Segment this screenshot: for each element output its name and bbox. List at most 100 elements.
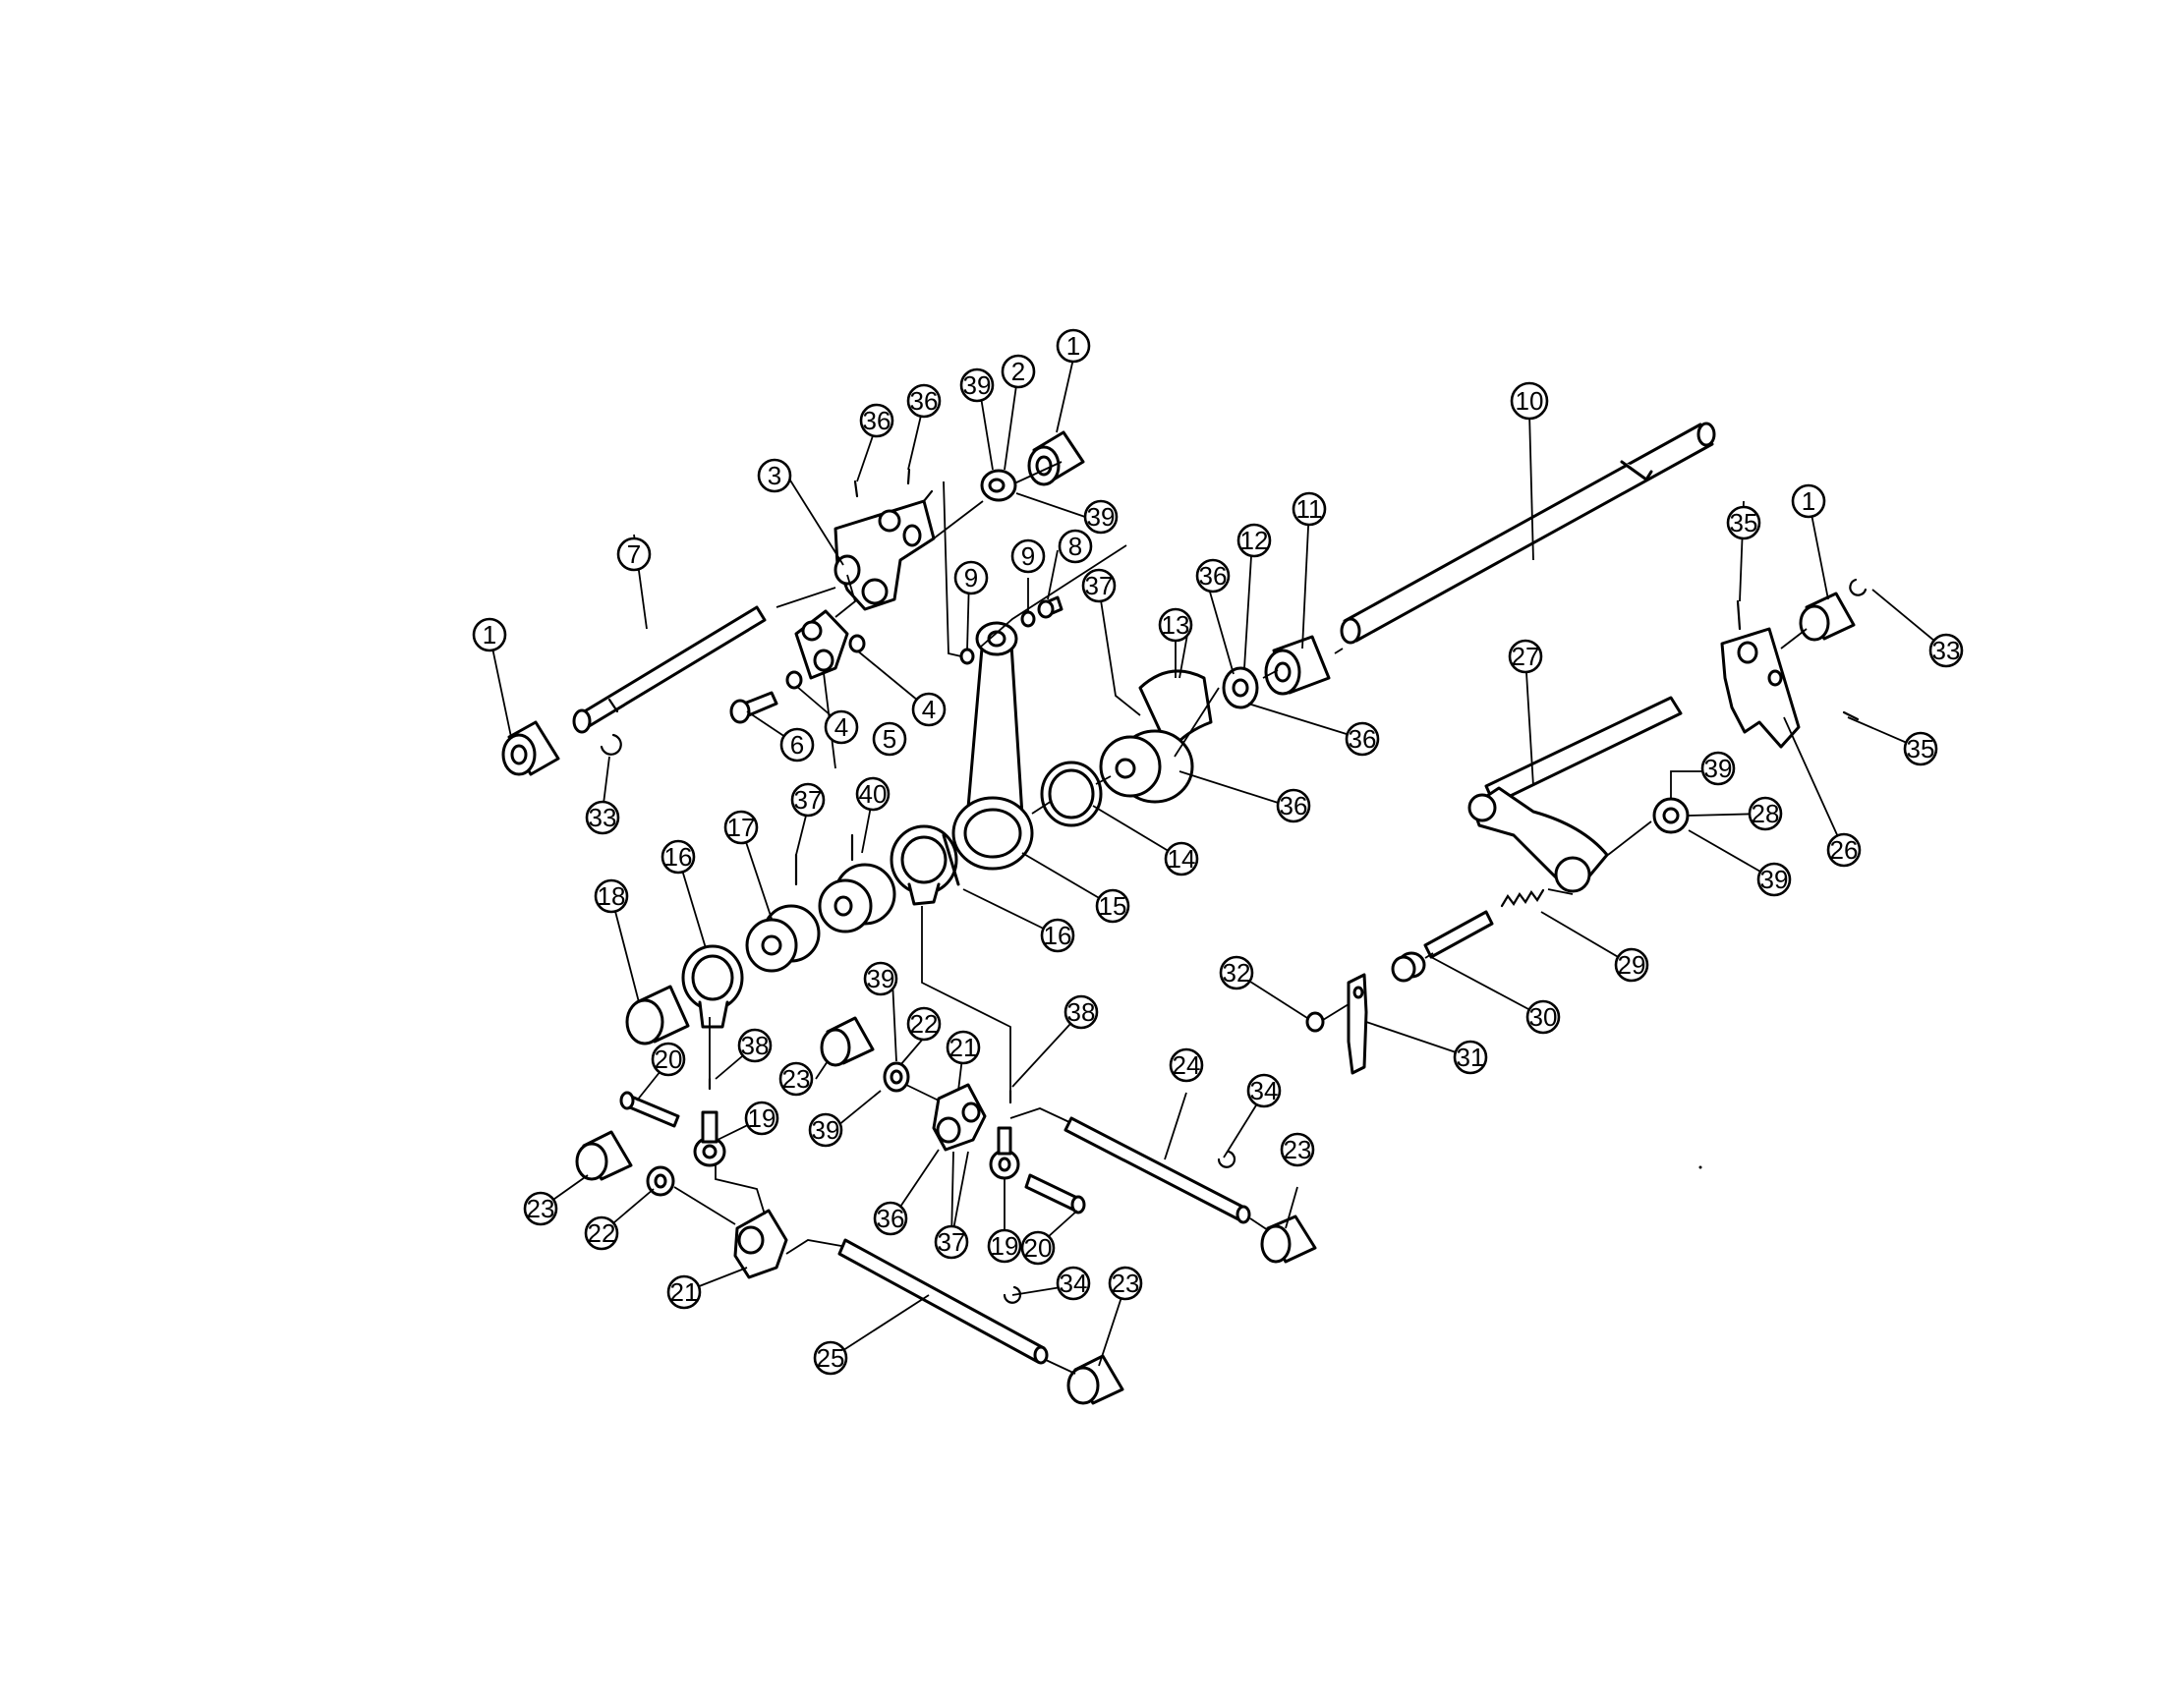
stray-mark — [1698, 1165, 1702, 1169]
part-ring-14 — [1040, 761, 1103, 827]
callout-23-left: 23 — [523, 1191, 558, 1226]
part-bushing-23-left — [575, 1130, 633, 1181]
svg-text:37: 37 — [794, 785, 823, 815]
callout-39-top: 39 — [959, 367, 995, 403]
svg-text:39: 39 — [812, 1115, 840, 1145]
svg-text:4: 4 — [922, 695, 936, 724]
part-e-ring-33-left — [600, 733, 622, 756]
part-link-5 — [794, 609, 849, 680]
part-bracket-3 — [833, 489, 936, 611]
callout-16-left: 16 — [661, 839, 696, 875]
callout-16-center: 16 — [1040, 918, 1075, 953]
part-spring-29 — [1500, 888, 1545, 908]
svg-text:1: 1 — [483, 620, 496, 650]
svg-text:36: 36 — [1280, 791, 1308, 820]
svg-text:6: 6 — [790, 730, 804, 760]
svg-text:25: 25 — [817, 1343, 845, 1373]
part-set-screw-36a — [853, 480, 859, 498]
callout-27: 27 — [1508, 639, 1543, 674]
part-bushing-23-right — [1260, 1215, 1317, 1264]
callout-4-right: 4 — [911, 692, 947, 727]
callout-23-right: 23 — [1280, 1132, 1315, 1167]
part-set-screw-35b — [1842, 710, 1860, 721]
part-bushing-11 — [1264, 635, 1331, 696]
svg-text:37: 37 — [1085, 571, 1114, 600]
svg-text:36: 36 — [910, 386, 939, 416]
svg-text:22: 22 — [588, 1218, 616, 1248]
part-pin-6 — [729, 691, 778, 724]
callout-20-left: 20 — [651, 1042, 686, 1077]
callout-32: 32 — [1219, 955, 1254, 990]
callout-15: 15 — [1095, 888, 1130, 924]
callout-6: 6 — [779, 727, 815, 763]
svg-text:15: 15 — [1099, 891, 1127, 921]
part-shaft-24 — [1063, 1116, 1251, 1224]
callout-35-top: 35 — [1726, 505, 1761, 540]
svg-text:19: 19 — [748, 1103, 776, 1133]
svg-text:4: 4 — [834, 712, 848, 742]
svg-text:18: 18 — [598, 881, 626, 911]
svg-text:39: 39 — [867, 964, 895, 993]
svg-text:23: 23 — [527, 1194, 555, 1223]
callout-22-center: 22 — [906, 1006, 942, 1042]
callout-12: 12 — [1236, 523, 1272, 558]
callout-11: 11 — [1292, 491, 1327, 527]
svg-text:21: 21 — [670, 1277, 699, 1307]
part-washer-22-left — [646, 1165, 675, 1197]
svg-text:35: 35 — [1730, 508, 1758, 537]
callout-38-left: 38 — [737, 1028, 773, 1063]
callout-23-center: 23 — [778, 1061, 814, 1097]
svg-text:39: 39 — [1087, 502, 1116, 532]
part-crank-arm-27 — [1467, 696, 1683, 893]
callout-5: 5 — [872, 721, 907, 757]
callout-36-top-left: 36 — [859, 403, 894, 438]
svg-text:1: 1 — [1066, 331, 1080, 361]
callout-20-center: 20 — [1020, 1230, 1056, 1266]
callout-30: 30 — [1525, 999, 1561, 1035]
callout-36-washer: 36 — [1345, 721, 1380, 757]
part-shaft-25 — [837, 1238, 1049, 1365]
part-clamp-21-left — [733, 1209, 788, 1279]
part-washer-4b — [785, 670, 803, 690]
callout-19-left: 19 — [744, 1101, 779, 1136]
part-clamp-21-center — [932, 1083, 987, 1152]
part-bushing-1-left — [501, 720, 560, 776]
part-collar-28 — [1652, 797, 1690, 834]
part-washer-9b — [1020, 610, 1036, 628]
callout-3: 3 — [757, 458, 792, 493]
svg-text:33: 33 — [1932, 636, 1961, 665]
svg-text:9: 9 — [1021, 541, 1035, 571]
part-e-ring-34-left — [1003, 1285, 1022, 1304]
callout-39-center-left: 39 — [808, 1112, 843, 1148]
svg-text:19: 19 — [991, 1231, 1019, 1261]
callout-36-upper: 36 — [1195, 558, 1231, 593]
svg-text:21: 21 — [949, 1033, 978, 1062]
svg-text:11: 11 — [1296, 494, 1323, 524]
callout-36-bottom: 36 — [873, 1201, 908, 1236]
callout-37-bottom: 37 — [934, 1224, 969, 1260]
svg-text:30: 30 — [1529, 1002, 1558, 1032]
callout-2: 2 — [1001, 354, 1036, 389]
svg-text:9: 9 — [964, 563, 978, 593]
svg-text:7: 7 — [627, 539, 641, 569]
part-washer-12 — [1222, 666, 1259, 709]
part-e-ring-33-right — [1849, 578, 1868, 596]
callout-10: 10 — [1510, 381, 1549, 421]
callout-35-right: 35 — [1903, 731, 1938, 766]
svg-text:37: 37 — [938, 1227, 966, 1257]
svg-text:36: 36 — [1199, 561, 1228, 591]
svg-text:38: 38 — [741, 1031, 770, 1060]
part-collar-40 — [818, 863, 896, 933]
callout-8: 8 — [1058, 529, 1093, 564]
part-plunger-30 — [1391, 910, 1494, 983]
svg-text:8: 8 — [1068, 532, 1082, 561]
callout-1-right: 1 — [1791, 483, 1826, 519]
part-collar-19-center — [989, 1126, 1020, 1180]
svg-text:28: 28 — [1752, 799, 1780, 828]
part-screw-8 — [1037, 595, 1063, 619]
svg-text:31: 31 — [1457, 1043, 1485, 1072]
svg-text:34: 34 — [1060, 1269, 1088, 1298]
part-bushing-23-bottom — [1066, 1354, 1124, 1405]
part-collar-17 — [745, 904, 821, 973]
part-shaft-7 — [572, 605, 767, 734]
